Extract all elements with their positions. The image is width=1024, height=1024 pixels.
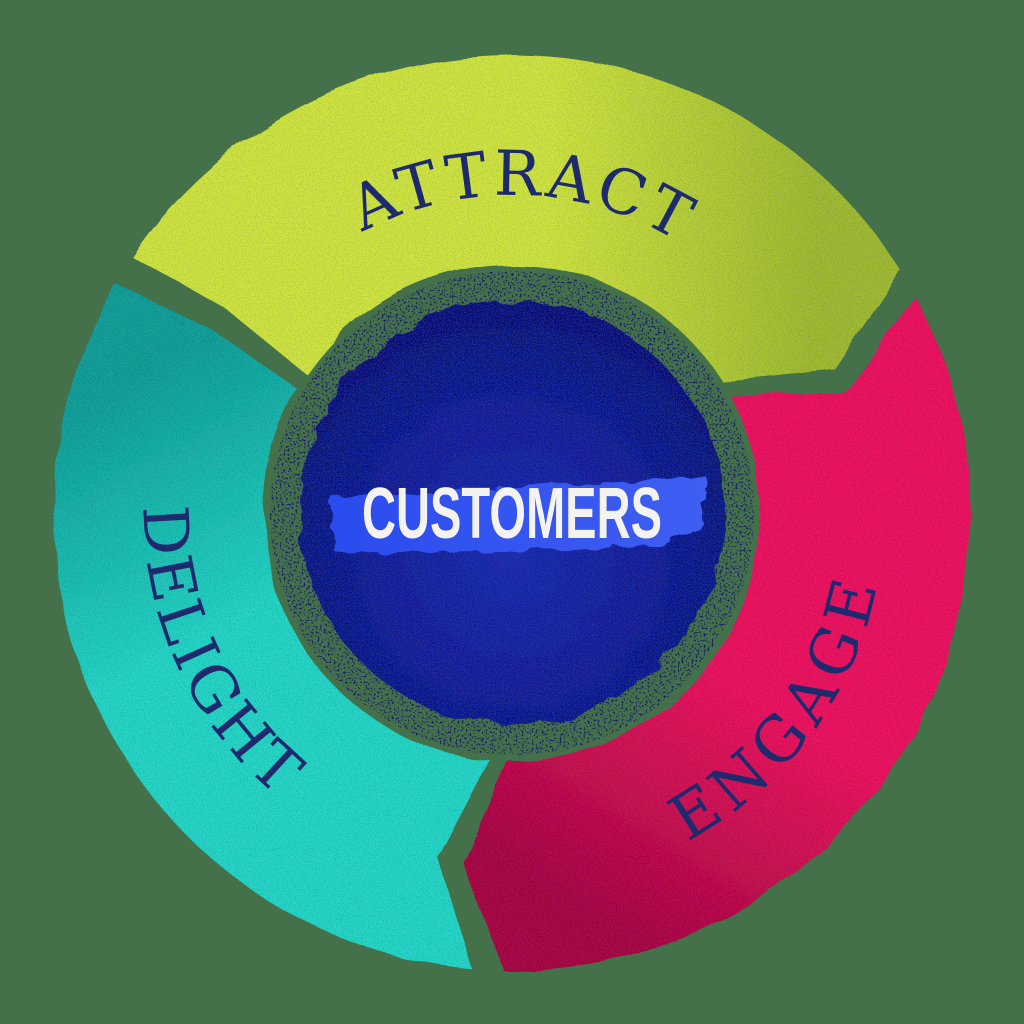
segment-arc-engage [462, 298, 970, 971]
customers-label: CUSTOMERS [362, 474, 662, 554]
customers-highlight [330, 477, 707, 553]
segment-arc-delight [54, 284, 491, 970]
segment-arc-attract [132, 55, 901, 382]
